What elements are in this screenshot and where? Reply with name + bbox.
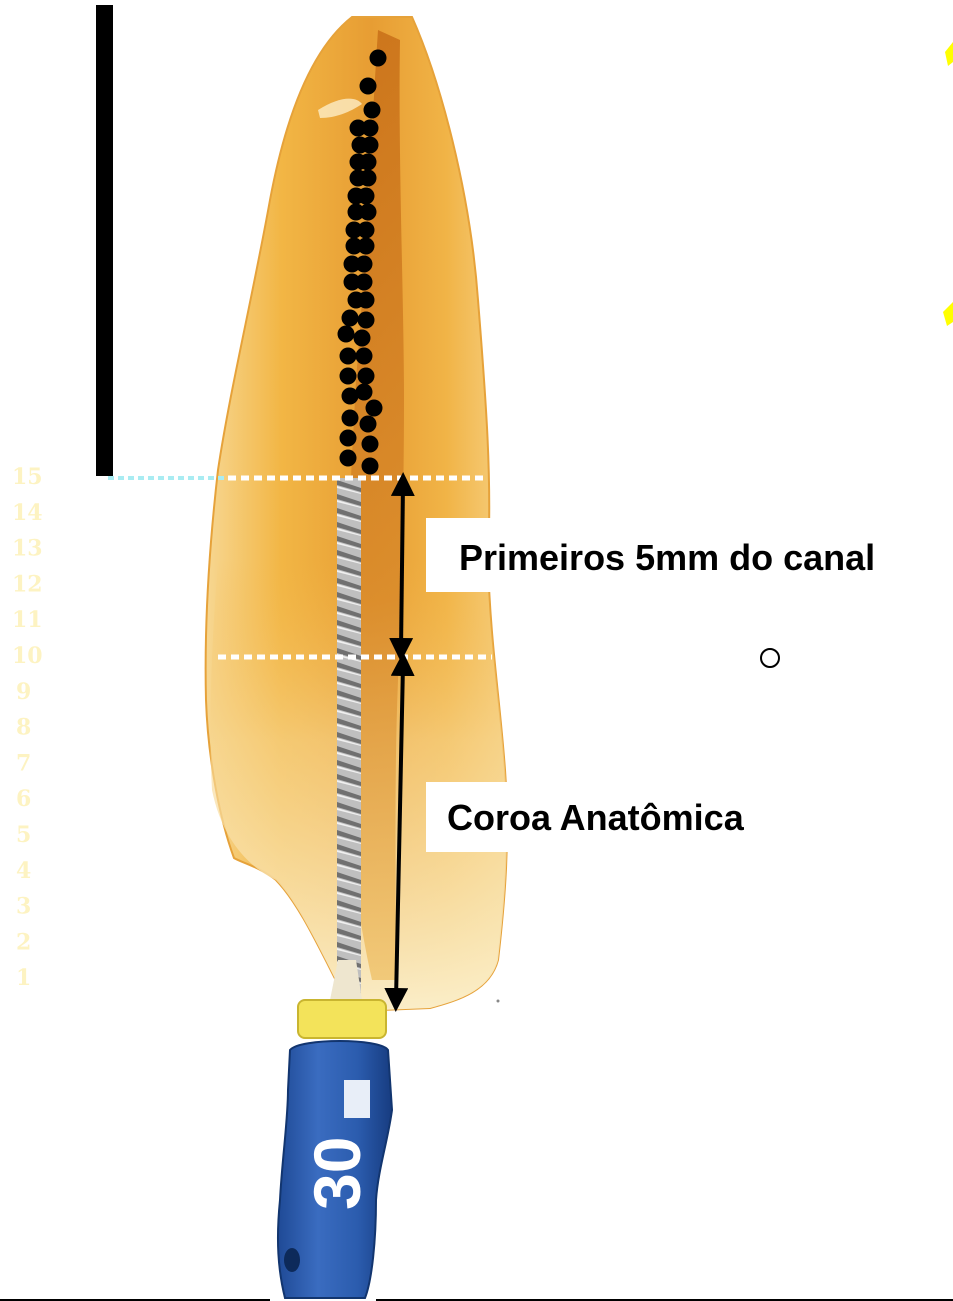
ruler-number: 15 [12, 464, 43, 490]
ruler-number: 12 [12, 571, 43, 597]
ruler-number: 2 [16, 929, 31, 955]
file-handle: 30 [278, 1041, 392, 1298]
canal-dot [356, 274, 373, 291]
canal-dot [362, 137, 379, 154]
canal-dot [360, 416, 377, 433]
canal-dot [340, 430, 357, 447]
ruler-number: 9 [16, 679, 31, 705]
canal-dot [362, 436, 379, 453]
label-first-5mm-canal: Primeiros 5mm do canal [426, 518, 953, 592]
ruler-number: 11 [12, 607, 43, 633]
canal-dot [358, 222, 375, 239]
canal-dot [358, 368, 375, 385]
canal-dot [362, 458, 379, 475]
canal-dot [360, 154, 377, 171]
file-size-number: 30 [300, 1137, 374, 1210]
canal-dot [358, 238, 375, 255]
canal-dot [356, 348, 373, 365]
yellow-marker-top [945, 42, 953, 66]
canal-dot [340, 450, 357, 467]
canal-dot [370, 50, 387, 67]
canal-dot [364, 102, 381, 119]
handle-white-square [344, 1080, 370, 1118]
canal-dot [356, 256, 373, 273]
ruler-number: 5 [16, 822, 31, 848]
canal-dot [342, 410, 359, 427]
canal-dot [358, 292, 375, 309]
canal-dot [358, 188, 375, 205]
ruler-number: 1 [16, 965, 31, 991]
canal-dot [366, 400, 383, 417]
rubber-stopper [298, 1000, 386, 1038]
ruler-number: 7 [16, 750, 31, 776]
canal-dot [360, 170, 377, 187]
ruler-number: 6 [16, 786, 31, 812]
canal-dot [360, 78, 377, 95]
ruler-number: 3 [16, 894, 31, 920]
ruler-number: 4 [16, 858, 31, 884]
ruler-number: 10 [12, 643, 43, 669]
canal-dot [358, 312, 375, 329]
black-vertical-bar [96, 5, 113, 476]
small-dot [497, 1000, 500, 1003]
circle-marker-icon [761, 649, 779, 667]
canal-dot [338, 326, 355, 343]
canal-dot [354, 330, 371, 347]
yellow-marker-bottom [943, 302, 953, 326]
ruler-numbers: 15 14 13 12 11 10 9 8 7 6 5 4 3 2 1 [12, 464, 43, 991]
double-arrow-icon [401, 484, 403, 650]
canal-dot [360, 204, 377, 221]
canal-dot [342, 310, 359, 327]
ruler-number: 14 [12, 500, 43, 526]
canal-dot [340, 368, 357, 385]
canal-dot [362, 120, 379, 137]
canal-dot [340, 348, 357, 365]
ruler-number: 13 [12, 536, 43, 562]
label-anatomical-crown: Coroa Anatômica [426, 782, 798, 852]
ruler-number: 8 [16, 715, 31, 741]
canal-dot [356, 384, 373, 401]
